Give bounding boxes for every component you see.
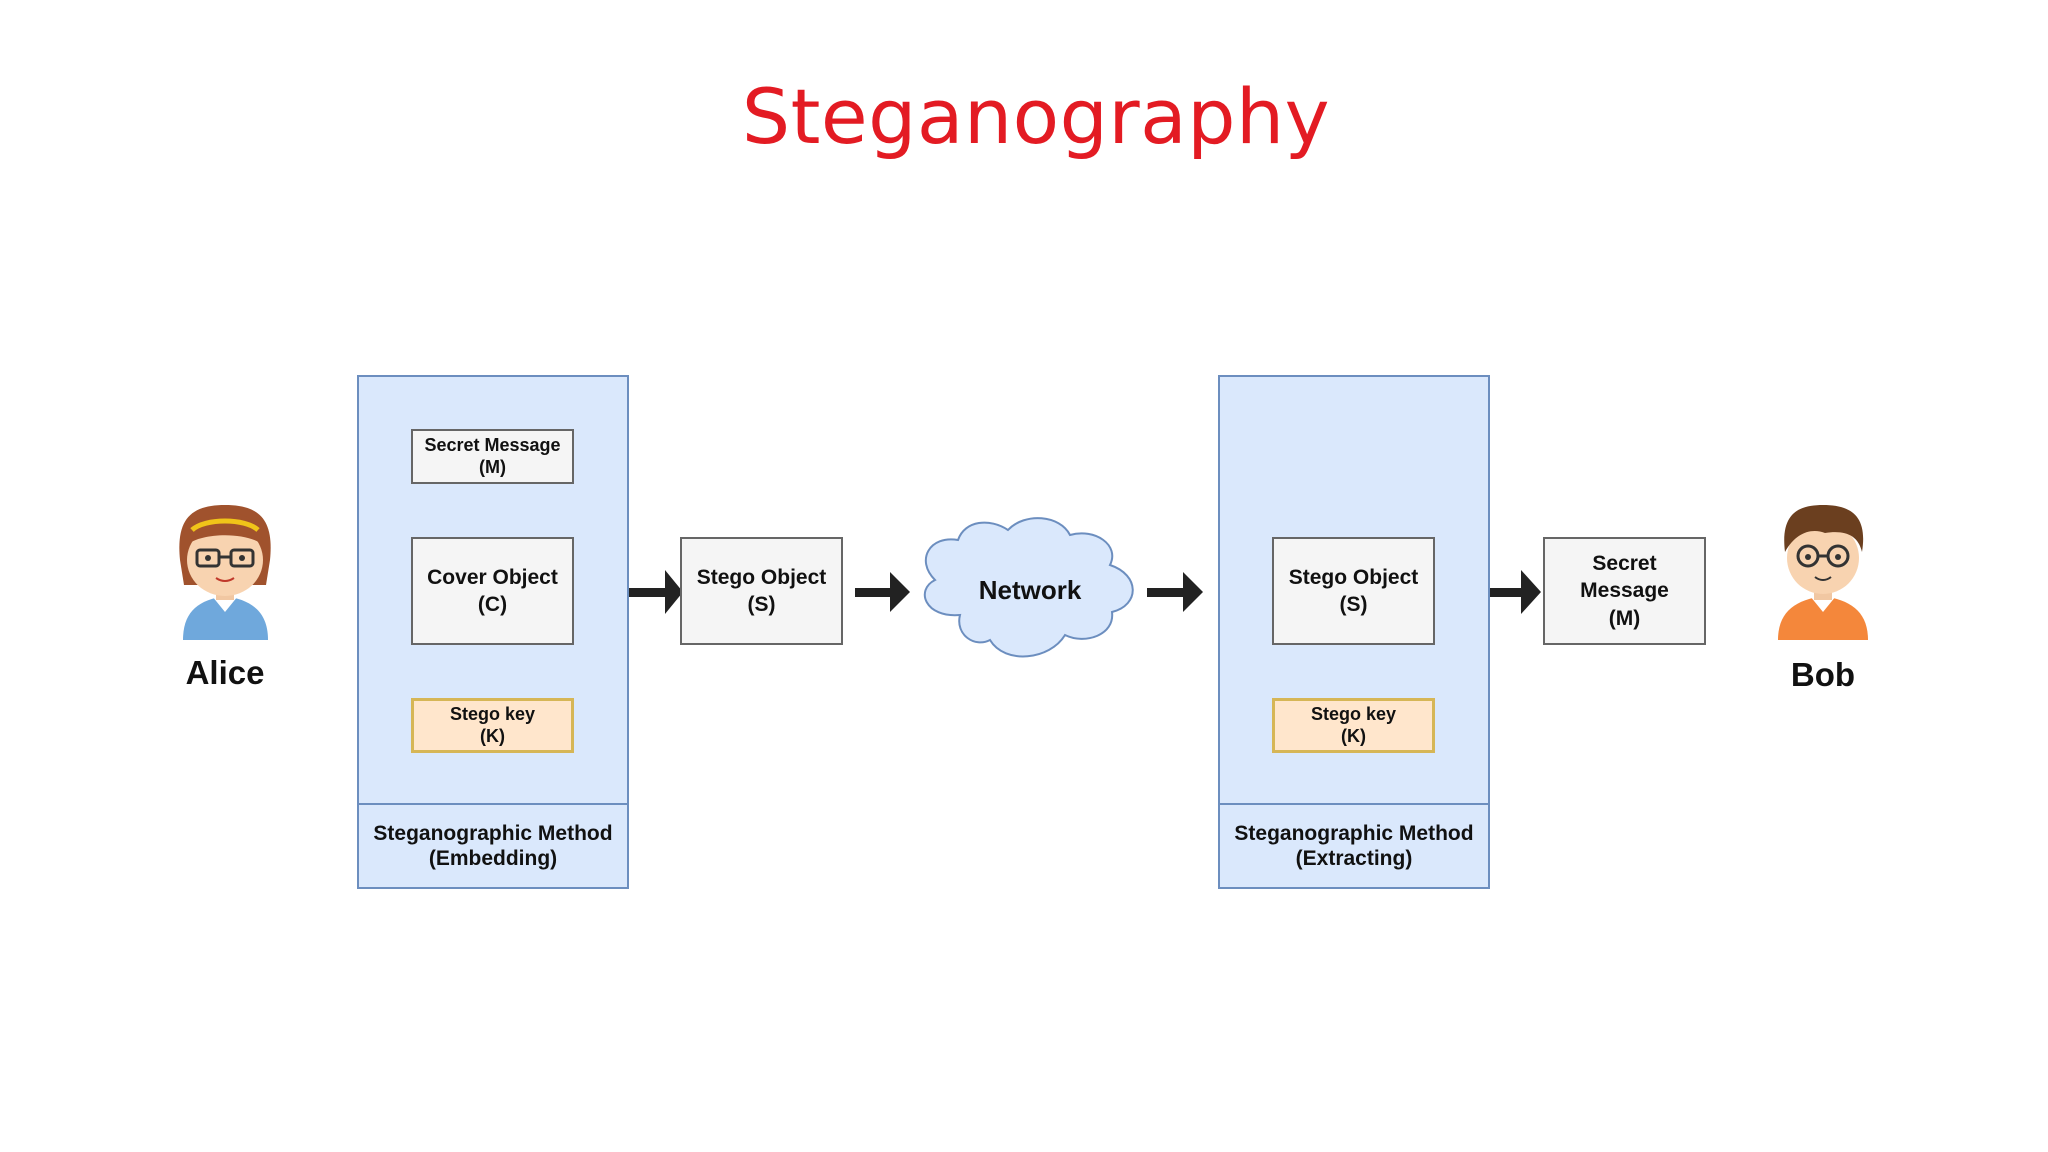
page-title: Steganography — [741, 72, 1331, 161]
stego-object-extract-line2: (S) — [1339, 593, 1368, 616]
stego-key-embed-box: Stego key (K) — [411, 698, 574, 753]
secret-message-line2: (M) — [479, 456, 506, 477]
cover-object-box: Cover Object (C) — [411, 537, 574, 645]
recovered-message-line3: (M) — [1608, 606, 1641, 630]
sender-name: Alice — [185, 654, 265, 691]
stego-object-line1: Stego Object — [696, 565, 827, 589]
extracting-method-label: Steganographic Method (Extracting) — [1220, 803, 1488, 887]
cover-object-line1: Cover Object — [427, 565, 558, 589]
stego-object-box: Stego Object (S) — [680, 537, 843, 645]
stego-key-extract-line1: Stego key — [1310, 703, 1397, 724]
embedding-method-line2: (Embedding) — [428, 847, 558, 870]
cloud-icon — [923, 517, 1134, 658]
arrow-network-to-extract — [1147, 572, 1203, 612]
stego-object-extract-box: Stego Object (S) — [1272, 537, 1435, 645]
extracting-method-line2: (Extracting) — [1295, 847, 1413, 870]
cover-object-line2: (C) — [477, 593, 508, 616]
stego-object-extract-line1: Stego Object — [1288, 565, 1419, 589]
secret-message-box: Secret Message (M) — [411, 429, 574, 484]
arrow-stego-to-network — [855, 572, 910, 612]
stego-object-line2: (S) — [747, 593, 776, 616]
stego-key-embed-line1: Stego key — [449, 703, 536, 724]
secret-message-line1: Secret Message — [424, 434, 561, 455]
embedding-method-line1: Steganographic Method — [373, 821, 613, 845]
network-label: Network — [978, 575, 1082, 605]
recovered-message-box: Secret Message (M) — [1543, 537, 1706, 645]
recovered-message-line2: Message — [1580, 579, 1669, 603]
bob-avatar-icon — [1778, 505, 1868, 640]
alice-avatar-icon — [179, 505, 271, 640]
recovered-message-line1: Secret — [1592, 552, 1657, 576]
embedding-method-label: Steganographic Method (Embedding) — [359, 803, 627, 887]
stego-key-extract-box: Stego key (K) — [1272, 698, 1435, 753]
stego-key-extract-line2: (K) — [1341, 725, 1366, 746]
stego-key-embed-line2: (K) — [480, 725, 505, 746]
extracting-method-line1: Steganographic Method — [1234, 821, 1474, 845]
receiver-name: Bob — [1790, 656, 1856, 693]
